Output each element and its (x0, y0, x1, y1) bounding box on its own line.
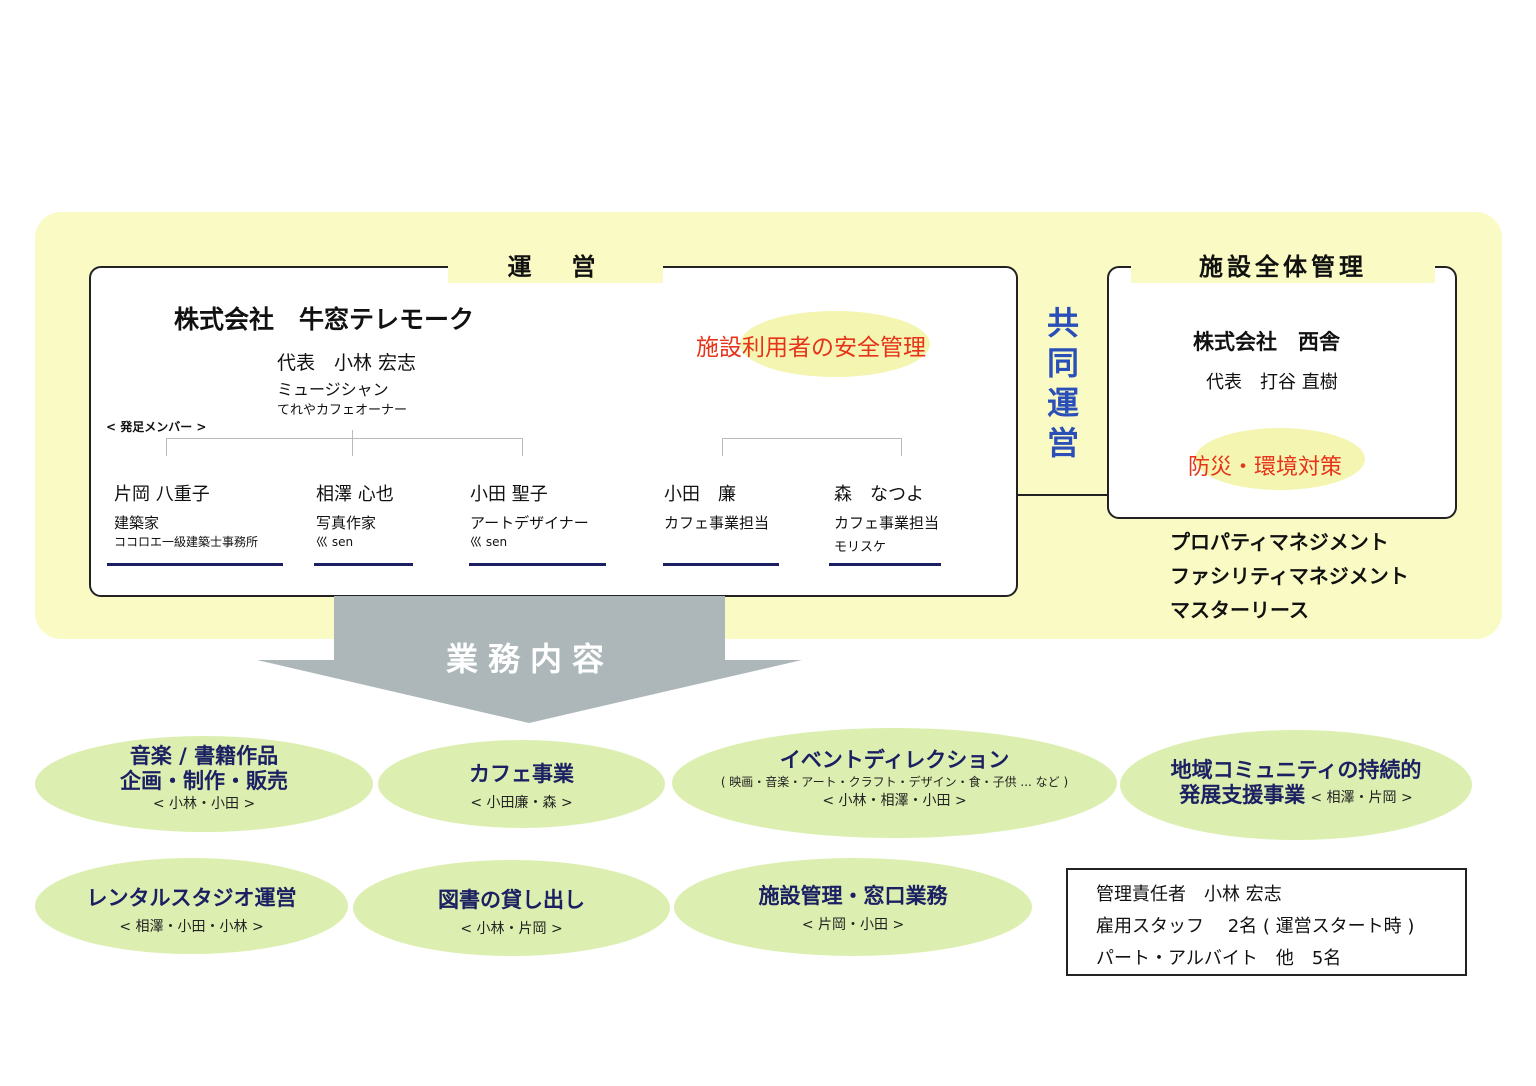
facility-company: 株式会社 西舎 (1193, 330, 1340, 354)
operations-company: 株式会社 牛窓テレモーク (174, 305, 475, 334)
business-item-members: < 小林・小田 > (152, 796, 256, 812)
business-item-members: < 小田廉・森 > (470, 795, 573, 811)
business-book-lending: 図書の貸し出し < 小林・片岡 > (353, 860, 670, 956)
business-item-members: < 小林・相澤・小田 > (822, 793, 967, 809)
business-rental-studio: レンタルスタジオ運営 < 相澤・小田・小林 > (35, 858, 348, 954)
joint-connector-line (1018, 494, 1108, 496)
business-item-title: レンタルスタジオ運営 (86, 886, 297, 910)
safety-highlight (740, 311, 930, 377)
business-item-members: < 片岡・小田 > (801, 917, 905, 933)
connector-drop-2 (352, 438, 353, 456)
member-underline (469, 563, 606, 566)
member-name: 小田 聖子 (470, 484, 548, 505)
facility-service-property: プロパティマネジメント (1170, 530, 1389, 554)
business-event-direction: イベントディレクション ( 映画・音楽・アート・クラフト・デザイン・食・子供 .… (672, 728, 1117, 838)
connector-bar-left (166, 438, 523, 439)
connector-stem (352, 430, 353, 439)
connector-drop-4 (722, 438, 723, 456)
business-item-note: ( 映画・音楽・アート・クラフト・デザイン・食・子供 ... など ) (720, 775, 1069, 789)
business-item-title-2: 企画・制作・販売 (120, 769, 288, 793)
founding-members-label: < 発足メンバー > (106, 420, 207, 434)
business-arrow (257, 596, 802, 723)
member-role: カフェ事業担当 (834, 514, 940, 532)
member-affiliation: モリスケ (834, 540, 887, 555)
safety-management-text: 施設利用者の安全管理 (696, 335, 926, 361)
business-item-title: 地域コミュニティの持続的 (1170, 758, 1422, 782)
connector-drop-5 (901, 438, 902, 456)
member-role: 建築家 (114, 514, 160, 532)
member-role: アートデザイナー (470, 514, 589, 532)
member-affiliation: ココロエ一級建築士事務所 (114, 535, 259, 549)
member-affiliation: 巛 sen (470, 535, 508, 549)
business-item-title: 図書の貸し出し (438, 888, 585, 912)
member-name: 小田 廉 (664, 484, 736, 505)
facility-service-master-lease: マスターリース (1170, 598, 1309, 622)
business-item-members: < 相澤・片岡 > (1310, 790, 1413, 806)
business-item-line-2: 発展支援事業 < 相澤・片岡 > (1120, 783, 1472, 808)
staff-employed: 雇用スタッフ 2名 ( 運営スタート時 ) (1096, 916, 1415, 937)
business-cafe: カフェ事業 < 小田廉・森 > (378, 740, 665, 828)
staff-manager: 管理責任者 小林 宏志 (1096, 884, 1282, 905)
member-name: 相澤 心也 (316, 484, 394, 505)
business-item-title: イベントディレクション (779, 748, 1010, 772)
member-affiliation: 巛 sen (316, 535, 354, 549)
connector-drop-1 (166, 438, 167, 456)
business-facility-reception: 施設管理・窓口業務 < 片岡・小田 > (674, 858, 1032, 956)
member-name: 片岡 八重子 (114, 484, 210, 505)
member-name: 森 なつよ (834, 484, 924, 505)
business-community: 地域コミュニティの持続的 発展支援事業 < 相澤・片岡 > (1120, 730, 1472, 840)
business-item-title-2: 発展支援事業 (1179, 783, 1306, 807)
operations-representative: 代表 小林 宏志 (277, 352, 417, 374)
facility-service-facility: ファシリティマネジメント (1170, 564, 1409, 588)
business-music-books: 音楽 / 書籍作品 企画・制作・販売 < 小林・小田 > (35, 736, 373, 832)
staff-info-box: 管理責任者 小林 宏志 雇用スタッフ 2名 ( 運営スタート時 ) パート・アル… (1066, 868, 1467, 976)
disaster-environment-text: 防災・環境対策 (1188, 455, 1343, 480)
member-underline (829, 563, 941, 566)
operations-title: 運 営 (448, 251, 663, 283)
business-item-members: < 小林・片岡 > (460, 921, 563, 937)
joint-operation-label: 共同運営 (1046, 304, 1079, 462)
member-underline (314, 563, 413, 566)
member-underline (663, 563, 779, 566)
operations-rep-role-musician: ミュージシャン (277, 380, 389, 399)
business-arrow-shape (257, 596, 802, 723)
business-item-title: 施設管理・窓口業務 (758, 884, 948, 908)
business-title: 業務内容 (445, 640, 614, 678)
staff-part-time: パート・アルバイト 他 5名 (1096, 948, 1342, 969)
member-role: カフェ事業担当 (664, 514, 770, 532)
connector-drop-3 (522, 438, 523, 456)
operations-rep-role-cafe-owner: てれやカフェオーナー (277, 403, 408, 418)
member-role: 写真作家 (316, 514, 377, 532)
business-item-title: 音楽 / 書籍作品 (129, 744, 279, 768)
business-item-title: カフェ事業 (469, 762, 574, 786)
facility-title: 施設全体管理 (1131, 251, 1435, 283)
facility-representative: 代表 打谷 直樹 (1206, 372, 1338, 393)
connector-bar-right (722, 438, 902, 439)
disaster-highlight (1195, 428, 1365, 490)
member-underline (107, 563, 283, 566)
business-item-members: < 相澤・小田・小林 > (119, 919, 264, 935)
